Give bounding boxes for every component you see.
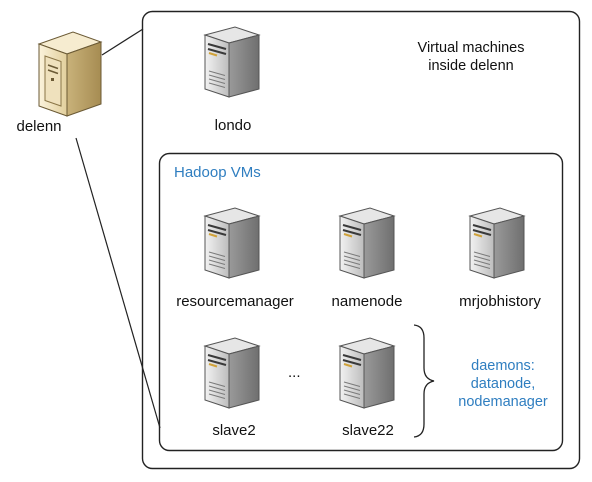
outer-box-caption-line2: inside delenn xyxy=(428,58,514,74)
hadoop-vm-box xyxy=(158,152,564,452)
host-label: delenn xyxy=(16,118,62,135)
outer-box-caption-line1: Virtual machines xyxy=(417,40,525,56)
server-icon-slave22 xyxy=(339,337,395,409)
daemons-note-line1: daemons: xyxy=(471,358,535,374)
hadoop-box-title: Hadoop VMs xyxy=(174,164,261,181)
daemons-note: daemons: datanode, nodemanager xyxy=(448,357,558,411)
server-icon-namenode xyxy=(339,207,395,279)
connector-line-bottom xyxy=(75,137,161,429)
daemons-note-line2: datanode, xyxy=(470,376,536,392)
outer-box-caption: Virtual machines inside delenn xyxy=(405,39,537,75)
connector-line-top xyxy=(101,28,144,56)
daemons-note-line3: nodemanager xyxy=(458,394,548,410)
curly-brace xyxy=(413,324,435,438)
vm-label-resourcemanager: resourcemanager xyxy=(176,293,294,310)
vm-label-slave22: slave22 xyxy=(342,422,394,439)
ellipsis: ... xyxy=(288,364,301,381)
vm-label-slave2: slave2 xyxy=(212,422,256,439)
server-icon-resourcemanager xyxy=(204,207,260,279)
vm-label-mrjobhistory: mrjobhistory xyxy=(459,293,541,310)
host-server-icon xyxy=(38,31,102,117)
vm-label-londo: londo xyxy=(214,117,252,134)
server-icon-slave2 xyxy=(204,337,260,409)
server-icon-londo xyxy=(204,26,260,98)
server-icon-mrjobhistory xyxy=(469,207,525,279)
vm-label-namenode: namenode xyxy=(331,293,403,310)
